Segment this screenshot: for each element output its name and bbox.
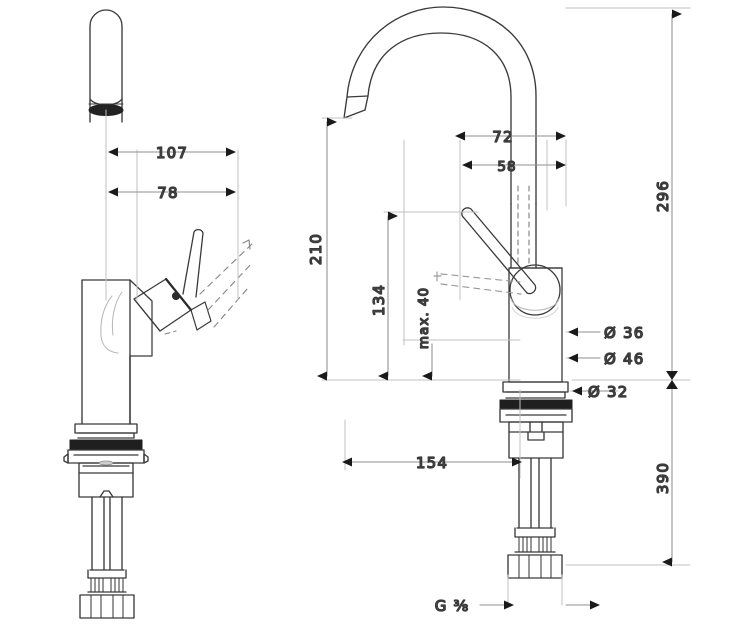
dim-label-107: 107 — [156, 144, 188, 162]
height-split-marker — [666, 371, 678, 389]
side-lever-motion-tick — [433, 271, 442, 282]
front-lever-setscrew — [171, 291, 181, 301]
dimension-lines — [105, 7, 691, 606]
front-swivel-housing — [100, 291, 123, 354]
dim-label-d46: Ø 46 — [604, 350, 644, 368]
side-riser-tube — [510, 203, 537, 269]
side-spout-arc — [343, 6, 537, 205]
dimension-labels: 107 78 72 58 210 134 max. 40 Ø 36 Ø 46 Ø… — [155, 127, 672, 615]
front-flex-hoses — [79, 496, 135, 619]
front-lever-head — [133, 277, 212, 332]
dim-label-78: 78 — [157, 184, 179, 202]
side-view — [343, 6, 573, 579]
front-lever-tail-dash — [164, 330, 177, 335]
front-base-flange-stack — [63, 423, 149, 498]
side-ball-joint — [509, 264, 561, 319]
side-lever-arm — [461, 207, 537, 295]
dim-label-154: 154 — [416, 454, 448, 472]
side-riser-internal-dashed — [517, 185, 530, 266]
front-view — [63, 9, 254, 619]
dim-label-210: 210 — [307, 233, 325, 265]
side-lever-motion-dashed — [440, 273, 522, 295]
front-motion-tick — [242, 239, 251, 250]
side-base-flange-stack — [499, 381, 573, 459]
front-lever-arm — [182, 228, 204, 298]
dim-label-58: 58 — [497, 159, 516, 175]
dim-label-134: 134 — [370, 284, 388, 316]
dim-label-max40: max. 40 — [416, 287, 432, 349]
dim-label-72: 72 — [492, 128, 514, 146]
dim-label-d32: Ø 32 — [588, 383, 628, 401]
side-flex-hoses — [507, 457, 563, 579]
dim-label-390: 390 — [654, 462, 672, 494]
dim-label-d36: Ø 36 — [604, 324, 644, 342]
dim-label-g38: G ⅜ — [435, 597, 470, 615]
dimension-arrows — [108, 9, 682, 610]
dim-label-296: 296 — [654, 180, 672, 212]
front-motion-indicator — [199, 243, 254, 328]
